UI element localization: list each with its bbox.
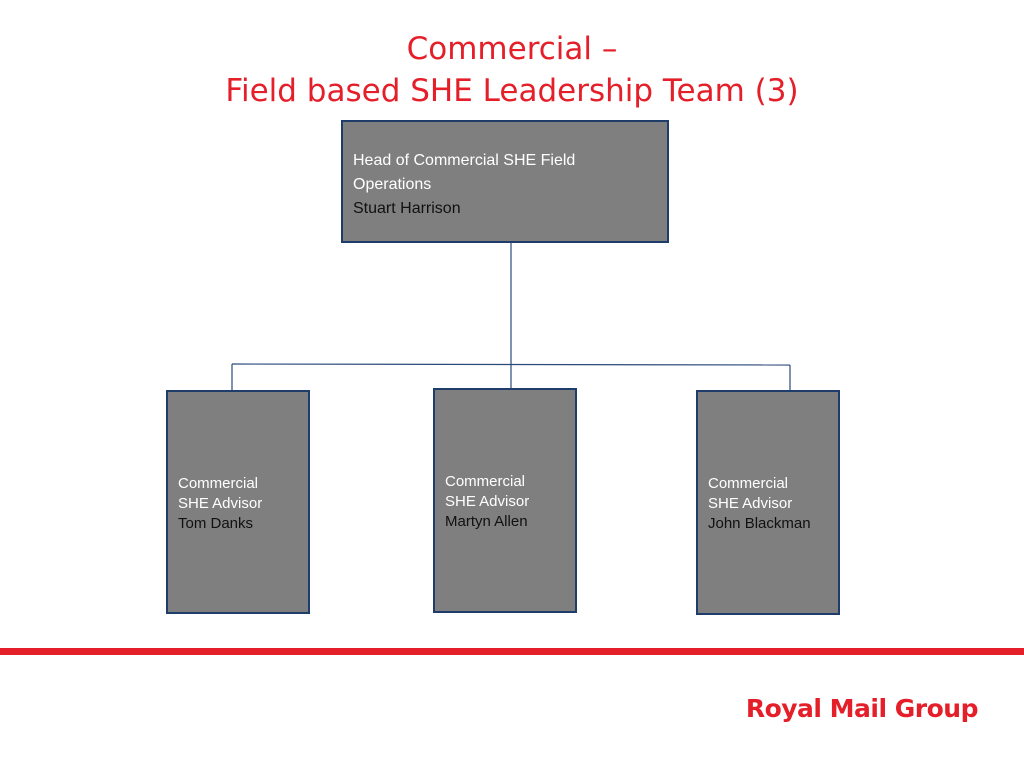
advisor-role-line-2: SHE Advisor — [708, 495, 793, 512]
royal-mail-group-logo: Royal Mail Group — [745, 694, 979, 723]
org-box-advisor-2: Commercial SHE Advisor Martyn Allen — [433, 388, 577, 613]
head-name: Stuart Harrison — [353, 200, 461, 217]
advisor-name: John Blackman — [708, 515, 811, 532]
connector-horizontal — [231, 363, 791, 366]
title-line-2: Field based SHE Leadership Team (3) — [225, 73, 799, 109]
org-box-advisor-3: Commercial SHE Advisor John Blackman — [696, 390, 840, 615]
advisor-role-line-2: SHE Advisor — [178, 495, 263, 512]
page-title: Commercial – Field based SHE Leadership … — [0, 28, 1024, 112]
advisor-role-line-2: SHE Advisor — [445, 493, 530, 510]
org-box-advisor-1: Commercial SHE Advisor Tom Danks — [166, 390, 310, 614]
advisor-name: Martyn Allen — [445, 513, 528, 530]
footer-divider — [0, 648, 1024, 655]
head-role-line-1: Head of Commercial SHE Field — [353, 152, 576, 169]
advisor-role-line-1: Commercial — [178, 475, 259, 492]
advisor-role-line-1: Commercial — [445, 473, 526, 490]
advisor-name: Tom Danks — [178, 515, 254, 532]
title-line-1: Commercial – — [406, 31, 618, 67]
head-role-line-2: Operations — [353, 176, 432, 193]
advisor-role-line-1: Commercial — [708, 475, 789, 492]
org-box-head: Head of Commercial SHE Field Operations … — [341, 120, 669, 243]
